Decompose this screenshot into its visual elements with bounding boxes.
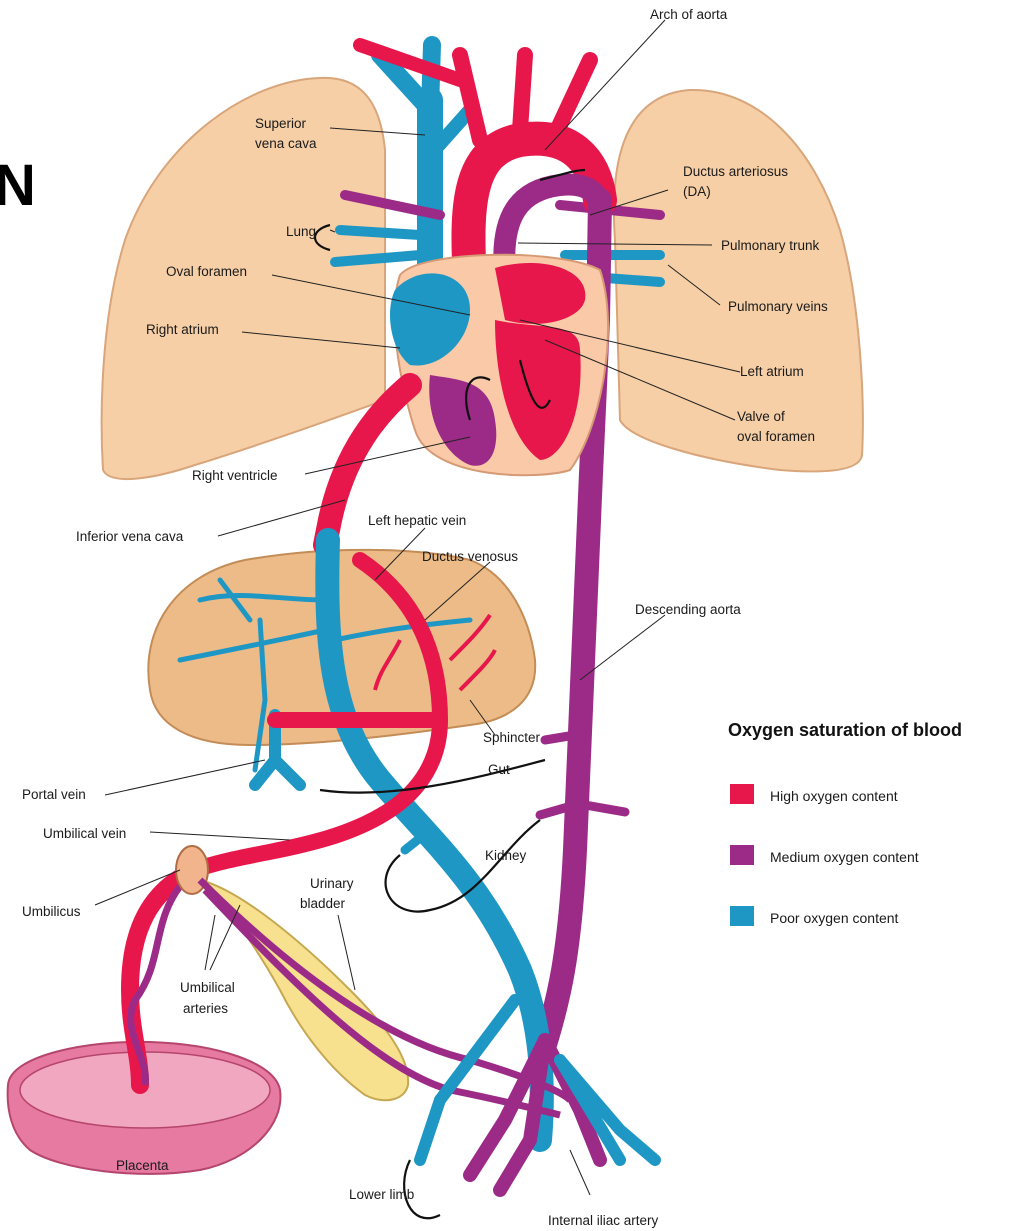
label-umbilicus: Umbilicus (22, 904, 81, 919)
label-lower-limb: Lower limb (349, 1187, 414, 1202)
label-pulmonary-trunk: Pulmonary trunk (721, 238, 820, 253)
slide-title-fragment: N (0, 153, 36, 218)
legend-swatch-high (730, 784, 754, 804)
legend-label-medium: Medium oxygen content (770, 849, 919, 865)
label-valve-2: oval foramen (737, 429, 815, 444)
label-oval-foramen: Oval foramen (166, 264, 247, 279)
legend-title: Oxygen saturation of blood (728, 720, 962, 740)
label-urinary-bladder-2: bladder (300, 896, 346, 911)
label-superior-vena-cava-2: vena cava (255, 136, 317, 151)
label-ductus-arteriosus-2: (DA) (683, 184, 711, 199)
label-sphincter: Sphincter (483, 730, 541, 745)
label-kidney: Kidney (485, 848, 527, 863)
label-right-atrium: Right atrium (146, 322, 219, 337)
label-right-ventricle: Right ventricle (192, 468, 278, 483)
label-urinary-bladder-1: Urinary (310, 876, 354, 891)
label-superior-vena-cava-1: Superior (255, 116, 307, 131)
legend-swatch-medium (730, 845, 754, 865)
legend-label-high: High oxygen content (770, 788, 898, 804)
heart (390, 255, 608, 475)
label-placenta: Placenta (116, 1158, 169, 1173)
legend: Oxygen saturation of blood High oxygen c… (728, 720, 962, 926)
label-internal-iliac-artery: Internal iliac artery (548, 1213, 659, 1228)
label-portal-vein: Portal vein (22, 787, 86, 802)
label-umbilical-arteries-1: Umbilical (180, 980, 235, 995)
gut-branch (545, 735, 575, 740)
legend-swatch-poor (730, 906, 754, 926)
label-lung: Lung (286, 224, 316, 239)
label-arch-of-aorta: Arch of aorta (650, 7, 728, 22)
label-descending-aorta: Descending aorta (635, 602, 741, 617)
label-umbilical-arteries-2: arteries (183, 1001, 228, 1016)
label-ductus-venosus: Ductus venosus (422, 549, 518, 564)
legend-label-poor: Poor oxygen content (770, 910, 899, 926)
label-inferior-vena-cava: Inferior vena cava (76, 529, 184, 544)
label-ductus-arteriosus-1: Ductus arteriosus (683, 164, 788, 179)
label-pulmonary-veins: Pulmonary veins (728, 299, 828, 314)
kidney-branch-artery-2 (585, 805, 625, 812)
label-gut: Gut (488, 762, 510, 777)
label-left-hepatic-vein: Left hepatic vein (368, 513, 466, 528)
label-umbilical-vein: Umbilical vein (43, 826, 126, 841)
label-left-atrium: Left atrium (740, 364, 804, 379)
label-valve-1: Valve of (737, 409, 785, 424)
